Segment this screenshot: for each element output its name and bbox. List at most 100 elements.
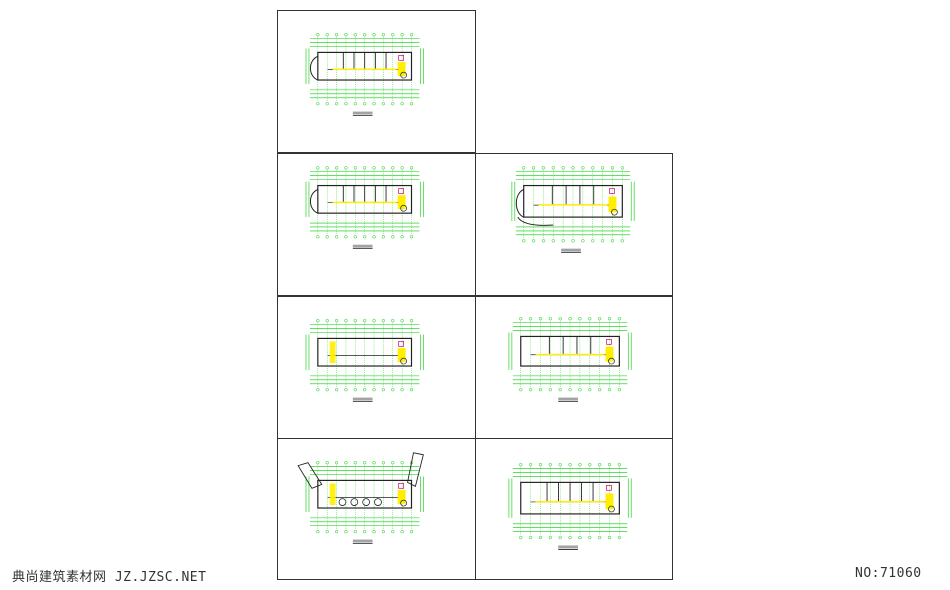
axis-bubble xyxy=(551,166,555,170)
axis-bubble xyxy=(316,461,320,465)
axis-bubble xyxy=(325,530,329,534)
axis-bubble xyxy=(372,33,376,37)
axis-bubble xyxy=(363,319,367,323)
axis-bubble xyxy=(538,463,543,467)
floor-plan-4 xyxy=(305,319,424,402)
stair-core xyxy=(608,196,617,213)
axis-bubble xyxy=(334,388,339,392)
axis-bubble xyxy=(548,463,552,467)
axis-bubble xyxy=(325,102,329,106)
axis-bubble xyxy=(316,235,320,239)
drawing-sheet-5 xyxy=(475,296,673,439)
corridor-highlight xyxy=(332,201,397,204)
axis-bubble xyxy=(325,33,329,37)
curved-wall xyxy=(517,216,554,226)
title-block xyxy=(352,111,373,115)
axis-bubble xyxy=(372,388,376,392)
axis-bubble xyxy=(325,235,329,239)
axis-bubble xyxy=(558,388,562,392)
axis-bubble xyxy=(316,102,320,106)
toilet-fixture xyxy=(398,341,404,347)
axis-bubble xyxy=(588,317,592,321)
axis-bubble xyxy=(578,463,582,467)
axis-bubble xyxy=(400,235,404,239)
axis-bubble xyxy=(400,530,404,534)
axis-bubble xyxy=(528,317,533,321)
axis-bubble xyxy=(391,530,395,534)
axis-bubble xyxy=(548,535,552,540)
axis-bubble xyxy=(363,235,367,239)
axis-bubble xyxy=(344,530,348,534)
axis-bubble xyxy=(372,530,376,534)
axis-bubble xyxy=(316,319,320,323)
axis-bubble xyxy=(372,319,376,323)
door-swing xyxy=(608,505,615,513)
floor-plan-2 xyxy=(305,166,424,250)
axis-bubble xyxy=(519,463,523,467)
axis-bubble xyxy=(588,463,592,467)
stair-highlight xyxy=(329,483,336,506)
floor-plan-1 xyxy=(305,33,424,116)
axis-bubble xyxy=(381,102,386,106)
axis-bubble xyxy=(363,166,367,170)
axis-bubble xyxy=(391,319,395,323)
stair-core xyxy=(605,493,614,510)
axis-bubble xyxy=(519,535,523,540)
drawing-sheet-1 xyxy=(277,10,476,153)
axis-bubble xyxy=(409,388,414,392)
axis-bubble xyxy=(409,235,414,239)
axis-bubble xyxy=(541,166,546,170)
curved-wall xyxy=(309,55,319,81)
axis-bubble xyxy=(558,535,562,540)
axis-bubble xyxy=(588,535,592,540)
door-swing xyxy=(611,208,618,216)
axis-bubble xyxy=(400,166,404,170)
axis-bubble xyxy=(581,166,585,170)
axis-bubble xyxy=(591,166,595,170)
axis-bubble xyxy=(568,388,572,392)
axis-bubble xyxy=(372,102,376,106)
stair-core xyxy=(397,195,406,210)
axis-bubble xyxy=(409,102,414,106)
drawing-sheet-3 xyxy=(475,153,673,296)
axis-bubble xyxy=(578,317,582,321)
axis-bubble xyxy=(325,166,329,170)
axis-bubble xyxy=(344,319,348,323)
axis-bubble xyxy=(561,239,565,243)
outer-wall xyxy=(317,479,413,509)
axis-bubble xyxy=(316,388,320,392)
axis-bubble xyxy=(617,388,621,392)
axis-bubble xyxy=(522,166,526,170)
outer-wall xyxy=(520,335,620,367)
axis-bubble xyxy=(344,33,348,37)
title-block xyxy=(558,545,578,549)
axis-bubble xyxy=(578,535,582,540)
door-swing xyxy=(400,357,407,365)
title-block xyxy=(558,397,578,401)
title-block xyxy=(352,244,373,248)
axis-bubble xyxy=(548,317,552,321)
axis-bubble xyxy=(538,317,543,321)
column xyxy=(338,498,347,506)
axis-bubble xyxy=(353,319,357,323)
toilet-fixture xyxy=(398,188,404,194)
axis-bubble xyxy=(325,461,329,465)
floor-plan-3 xyxy=(511,166,635,253)
axis-bubble xyxy=(558,317,562,321)
corridor-highlight xyxy=(535,353,605,356)
axis-bubble xyxy=(372,235,376,239)
axis-bubble xyxy=(617,463,621,467)
axis-bubble xyxy=(571,239,575,243)
axis-bubble xyxy=(363,530,367,534)
axis-bubble xyxy=(598,463,602,467)
axis-bubble xyxy=(561,166,565,170)
axis-bubble xyxy=(344,235,348,239)
axis-bubble xyxy=(381,235,386,239)
axis-bubble xyxy=(391,461,395,465)
axis-bubble xyxy=(381,461,386,465)
floor-plan-6 xyxy=(297,452,424,544)
axis-bubble xyxy=(600,166,605,170)
axis-bubble xyxy=(620,166,624,170)
axis-bubble xyxy=(353,235,357,239)
axis-bubble xyxy=(334,235,339,239)
